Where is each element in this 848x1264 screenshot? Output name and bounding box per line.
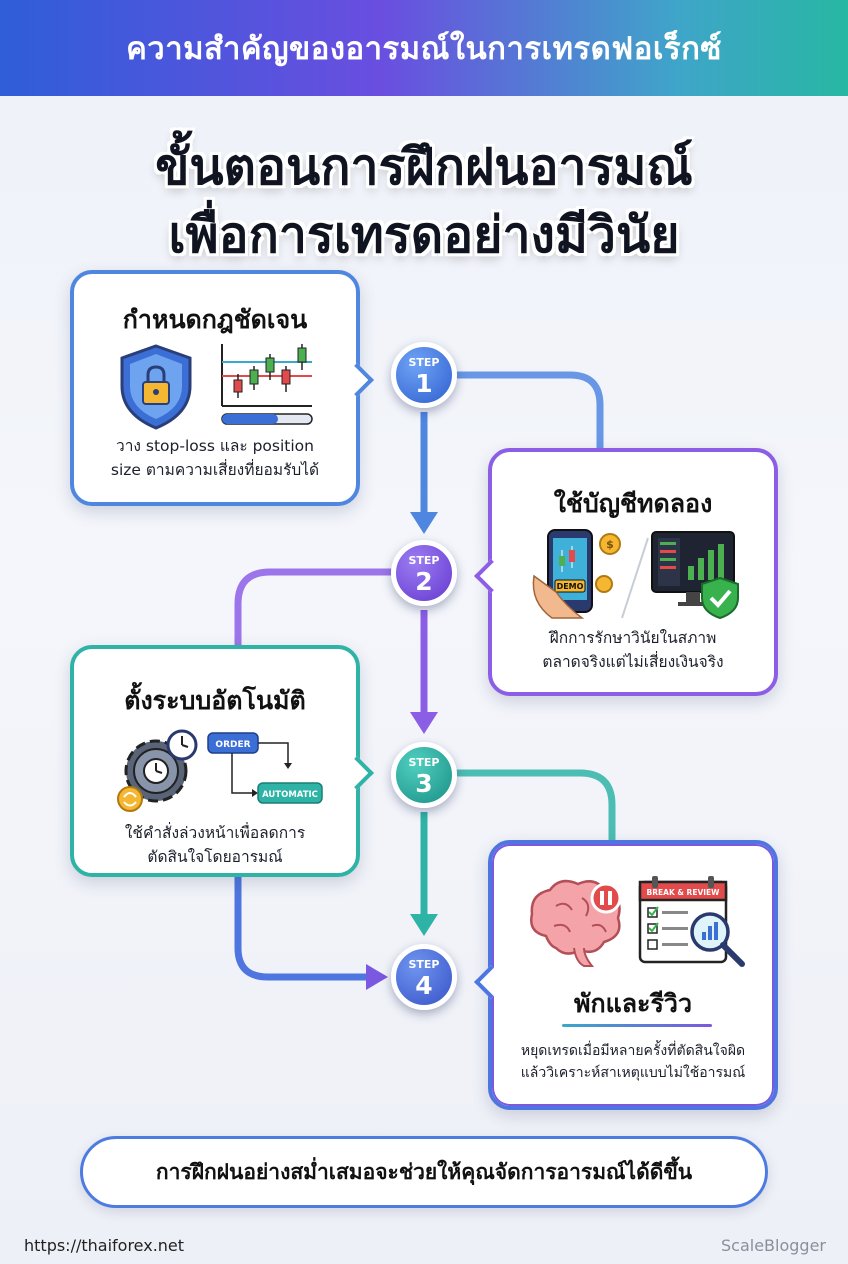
step-1-card: กำหนดกฎชัดเจน วาง stop-loss และ position…	[70, 270, 374, 506]
step-2-title: ใช้บัญชีทดลอง	[553, 489, 713, 518]
step-2-card: ใช้บัญชีทดลอง DEMO $ ฝึกการรักษาวินัยในส…	[474, 448, 778, 696]
svg-text:$: $	[606, 538, 614, 551]
footer-message-box: การฝึกฝนอย่างสม่ำเสมอจะช่วยให้คุณจัดการอ…	[80, 1136, 768, 1208]
step-4-desc-line-2: แล้ววิเคราะห์สาเหตุแบบไม่ใช้อารมณ์	[520, 1065, 746, 1081]
step-1-label: STEP	[408, 356, 440, 369]
step-4-desc-line-1: หยุดเทรดเมื่อมีหลายครั้งที่ตัดสินใจผิด	[520, 1043, 746, 1059]
flow-icon: ORDER AUTOMATIC	[207, 732, 323, 804]
step-3-badge: STEP 3	[391, 742, 457, 808]
flow-order-label: ORDER	[215, 740, 250, 750]
source-url: https://thaiforex.net	[24, 1236, 185, 1255]
headline-line-1: ขั้นตอนการฝึกฝนอารมณ์	[155, 138, 693, 196]
step-3-label: STEP	[408, 756, 440, 769]
headline-line-2: เพื่อการเทรดอย่างมีวินัย	[168, 206, 680, 264]
top-banner: ความสำคัญของอารมณ์ในการเทรดฟอเร็กซ์	[0, 0, 848, 96]
step-2-number: 2	[415, 567, 433, 596]
step-4-badge: STEP 4	[391, 944, 457, 1010]
phone-demo-label: DEMO	[557, 582, 584, 591]
title-underline	[562, 1024, 712, 1027]
step-2-label: STEP	[408, 554, 440, 567]
monitor-shield-icon	[651, 531, 739, 620]
step-1-badge: STEP 1	[391, 342, 457, 408]
step-1-number: 1	[415, 369, 433, 398]
step-4-title: พักและรีวิว	[574, 989, 692, 1018]
phone-chart-icon: DEMO $	[532, 529, 621, 619]
step-2-badge: STEP 2	[391, 540, 457, 606]
footer-message: การฝึกฝนอย่างสม่ำเสมอจะช่วยให้คุณจัดการอ…	[155, 1159, 693, 1184]
candlestick-chart-icon	[221, 344, 313, 425]
step-1-desc-line-1: วาง stop-loss และ position	[116, 437, 314, 455]
step-4-card: BREAK & REVIEW พักและรีวิว หยุดเทรดเมื่อ…	[474, 840, 778, 1110]
step-3-card: ตั้งระบบอัตโนมัติ ORDER AUTOMATIC ใช้คำส…	[70, 645, 374, 877]
step-2-desc-line-1: ฝึกการรักษาวินัยในสภาพ	[549, 629, 717, 647]
calendar-label: BREAK & REVIEW	[647, 888, 721, 897]
step-3-desc-line-1: ใช้คำสั่งล่วงหน้าเพื่อลดการ	[124, 824, 306, 842]
brain-pause-icon	[530, 879, 622, 967]
gear-clock-icon	[117, 729, 198, 812]
calendar-review-icon: BREAK & REVIEW	[638, 876, 745, 967]
step-3-desc-line-2: ตัดสินใจโดยอารมณ์	[147, 848, 283, 866]
shield-lock-icon	[120, 344, 192, 430]
step-3-title: ตั้งระบบอัตโนมัติ	[124, 686, 306, 715]
step-4-label: STEP	[408, 958, 440, 971]
step-1-title: กำหนดกฎชัดเจน	[122, 305, 308, 334]
step-4-number: 4	[415, 971, 433, 1000]
step-2-desc-line-2: ตลาดจริงแต่ไม่เสี่ยงเงินจริง	[542, 653, 724, 671]
step-1-desc-line-2: size ตามความเสี่ยงที่ยอมรับได้	[110, 461, 320, 479]
brand-watermark: ScaleBlogger	[721, 1236, 826, 1255]
step-3-number: 3	[415, 769, 433, 798]
flow-automatic-label: AUTOMATIC	[262, 790, 318, 800]
banner-title: ความสำคัญของอารมณ์ในการเทรดฟอเร็กซ์	[126, 31, 722, 67]
